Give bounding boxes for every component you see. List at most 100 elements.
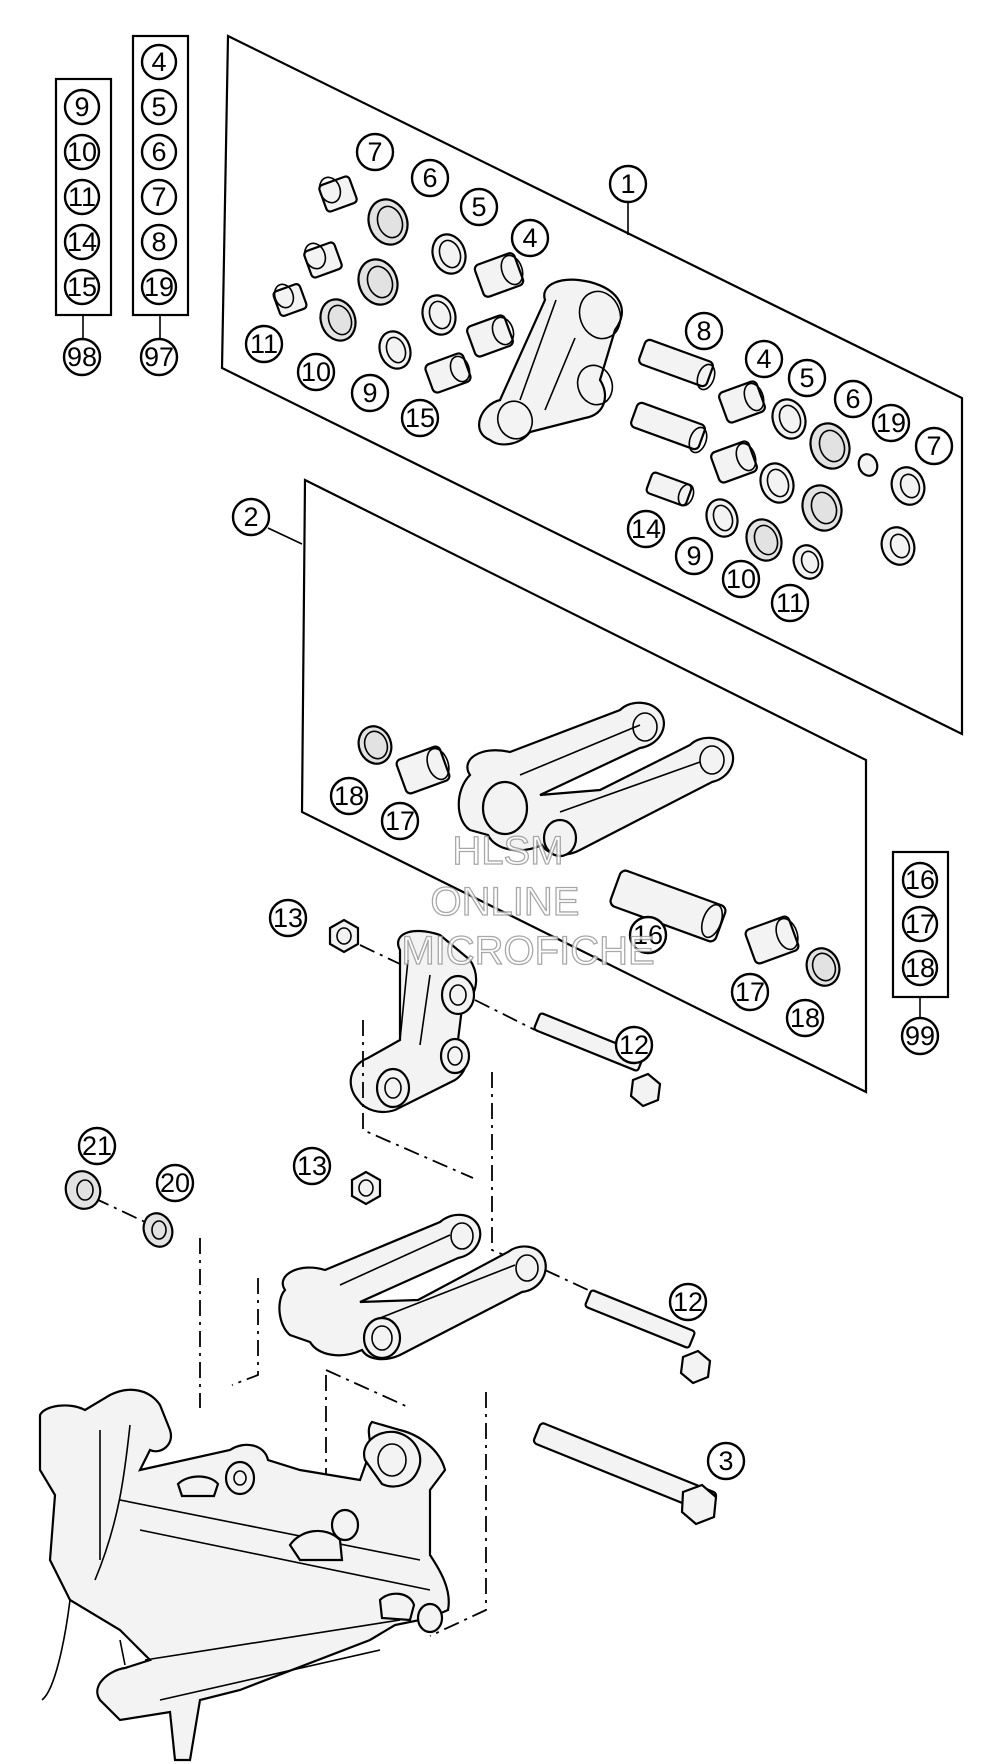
callout-17-right[interactable]: 17 <box>730 972 770 1012</box>
svg-text:18: 18 <box>790 1003 820 1033</box>
callout-16[interactable]: 16 <box>628 915 668 955</box>
kit-98-item-5[interactable]: 15 <box>63 268 101 306</box>
svg-text:7: 7 <box>926 431 941 461</box>
svg-text:98: 98 <box>67 342 97 372</box>
svg-text:4: 4 <box>151 47 166 77</box>
bolt-12-lower <box>544 1269 712 1385</box>
svg-text:14: 14 <box>631 514 661 544</box>
callout-6-left[interactable]: 6 <box>410 158 450 198</box>
kit-98-item-2[interactable]: 10 <box>63 133 101 171</box>
kit-99-label[interactable]: 99 <box>900 1016 940 1056</box>
watermark-line-3: MICROFICHE <box>401 929 654 973</box>
callout-10-left[interactable]: 10 <box>296 352 336 392</box>
callout-11-left[interactable]: 11 <box>244 324 284 364</box>
callout-10-right[interactable]: 10 <box>721 559 761 599</box>
kit-98-item-1[interactable]: 9 <box>63 88 101 126</box>
svg-text:8: 8 <box>151 227 166 257</box>
kit-97: 4 5 6 7 8 19 97 <box>131 34 190 377</box>
svg-text:10: 10 <box>301 357 331 387</box>
callout-9-left[interactable]: 9 <box>350 373 390 413</box>
callout-14[interactable]: 14 <box>626 509 666 549</box>
callout-11-right[interactable]: 11 <box>770 583 810 623</box>
callout-1[interactable]: 1 <box>608 164 648 204</box>
callout-18-right[interactable]: 18 <box>785 998 825 1038</box>
panel-1-right-parts <box>630 338 926 580</box>
svg-text:16: 16 <box>633 920 663 950</box>
callout-2[interactable]: 2 <box>231 497 271 537</box>
svg-text:7: 7 <box>367 137 382 167</box>
kit-98-label[interactable]: 98 <box>62 337 102 377</box>
callout-20[interactable]: 20 <box>155 1163 195 1203</box>
callout-6-right[interactable]: 6 <box>833 379 873 419</box>
panel-2-parts <box>357 701 841 987</box>
kit-97-item-5[interactable]: 8 <box>140 223 178 261</box>
svg-text:99: 99 <box>905 1021 935 1051</box>
callout-7-right[interactable]: 7 <box>914 426 954 466</box>
svg-text:11: 11 <box>68 182 96 212</box>
kit-97-item-2[interactable]: 5 <box>140 88 178 126</box>
assembled-triangle-link <box>349 930 478 1114</box>
callout-12-upper[interactable]: 12 <box>614 1025 654 1065</box>
svg-text:16: 16 <box>905 865 935 895</box>
svg-text:17: 17 <box>385 806 415 836</box>
kit-99-item-2[interactable]: 17 <box>901 905 939 943</box>
frame-outline <box>38 1388 450 1762</box>
watermark-line-2: ONLINE <box>431 880 580 924</box>
callout-8[interactable]: 8 <box>684 311 724 351</box>
svg-text:1: 1 <box>620 169 635 199</box>
svg-text:6: 6 <box>151 137 166 167</box>
callout-17-left[interactable]: 17 <box>380 801 420 841</box>
svg-text:5: 5 <box>151 92 166 122</box>
kit-97-item-1[interactable]: 4 <box>140 43 178 81</box>
svg-text:6: 6 <box>422 163 437 193</box>
svg-text:11: 11 <box>776 588 804 618</box>
kit-98-item-4[interactable]: 14 <box>63 223 101 261</box>
callout-7-left[interactable]: 7 <box>355 132 395 172</box>
kit-97-item-4[interactable]: 7 <box>140 178 178 216</box>
callout-5-right[interactable]: 5 <box>787 358 827 398</box>
svg-text:8: 8 <box>696 316 711 346</box>
svg-text:2: 2 <box>243 502 258 532</box>
callout-15[interactable]: 15 <box>400 398 440 438</box>
svg-text:14: 14 <box>67 227 97 257</box>
kit-97-item-3[interactable]: 6 <box>140 133 178 171</box>
svg-text:13: 13 <box>273 903 303 933</box>
callout-5-left[interactable]: 5 <box>459 187 499 227</box>
svg-text:17: 17 <box>735 977 765 1007</box>
callout-18-left[interactable]: 18 <box>329 776 369 816</box>
watermark-line-1: HLSM <box>452 829 563 873</box>
svg-text:21: 21 <box>82 1131 112 1161</box>
watermark: HLSM ONLINE MICROFICHE <box>401 828 656 973</box>
callout-12-lower[interactable]: 12 <box>668 1282 708 1322</box>
panel-1-triangle-link <box>478 278 623 446</box>
kit-99-item-3[interactable]: 18 <box>901 949 939 987</box>
kit-99: 16 17 18 99 <box>891 850 950 1056</box>
svg-text:19: 19 <box>144 272 174 302</box>
svg-text:15: 15 <box>67 272 97 302</box>
kit-97-label[interactable]: 97 <box>139 337 179 377</box>
callout-4-left[interactable]: 4 <box>510 218 550 258</box>
callout-9-right[interactable]: 9 <box>674 536 714 576</box>
callout-3[interactable]: 3 <box>706 1441 746 1481</box>
callout-4-right[interactable]: 4 <box>744 339 784 379</box>
svg-text:15: 15 <box>405 403 435 433</box>
panel-1-callouts: 1 7 6 5 4 11 10 9 15 8 4 5 6 19 7 14 9 1… <box>244 132 954 623</box>
kit-99-item-1[interactable]: 16 <box>901 861 939 899</box>
callout-19[interactable]: 19 <box>871 403 911 443</box>
panel-2-outline <box>267 478 868 1094</box>
nut-13-lower <box>350 1170 382 1206</box>
kit-98-item-3[interactable]: 11 <box>63 178 101 216</box>
washer-20 <box>142 1212 174 1248</box>
kit-97-item-6[interactable]: 19 <box>140 268 178 306</box>
callout-21[interactable]: 21 <box>77 1126 117 1166</box>
callout-13-upper[interactable]: 13 <box>268 898 308 938</box>
svg-text:12: 12 <box>619 1030 649 1060</box>
bolt-12-upper <box>474 999 662 1108</box>
bolt-3 <box>532 1422 718 1526</box>
svg-text:18: 18 <box>905 953 935 983</box>
svg-text:3: 3 <box>718 1446 733 1476</box>
svg-text:4: 4 <box>756 344 771 374</box>
svg-text:9: 9 <box>686 541 701 571</box>
callout-13-lower[interactable]: 13 <box>292 1146 332 1186</box>
